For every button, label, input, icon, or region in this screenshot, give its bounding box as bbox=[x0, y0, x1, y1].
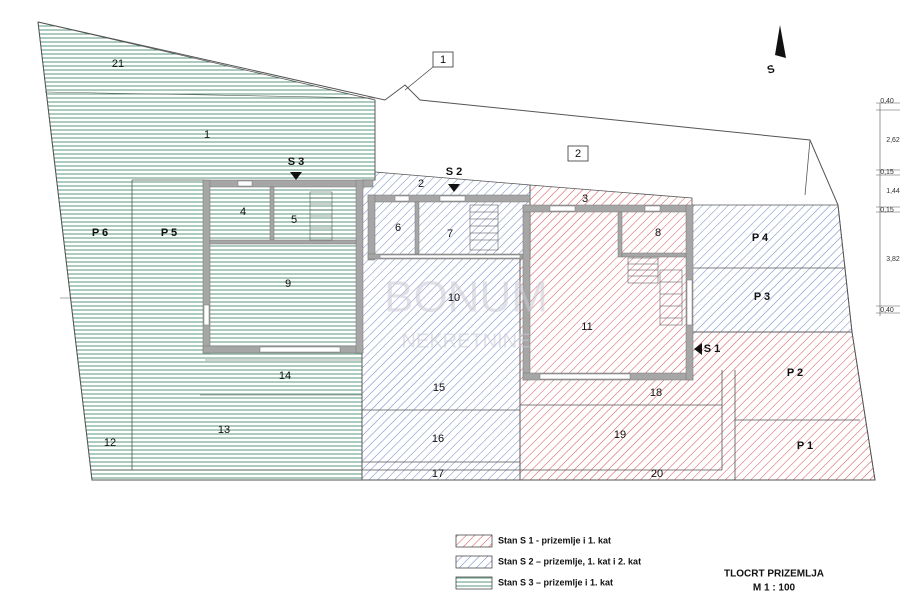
room-label-11: 11 bbox=[581, 321, 592, 333]
room-label-14: 14 bbox=[279, 370, 291, 382]
room-label-1: 1 bbox=[204, 129, 210, 141]
north-arrow-icon bbox=[775, 25, 786, 58]
parking-label-p4: P 4 bbox=[752, 232, 769, 244]
room-label-3: 3 bbox=[582, 193, 588, 205]
plan-scale: M 1 : 100 bbox=[753, 583, 796, 594]
dimension-label: 0,40 bbox=[880, 98, 894, 105]
room-label-20: 20 bbox=[651, 468, 663, 480]
dimension-column: 0,40 2,62 0,15 1,44 0,15 3,82 0,40 bbox=[876, 98, 900, 316]
legend-label-s3: Stan S 3 – prizemlje i 1. kat bbox=[498, 577, 613, 587]
boxed-label-1: 1 bbox=[404, 51, 454, 91]
legend-swatch-s3 bbox=[455, 576, 493, 590]
room-label-9: 9 bbox=[285, 278, 291, 290]
entrance-markers: S 3 S 2 S 1 bbox=[288, 156, 721, 355]
parking-label-p1: P 1 bbox=[797, 440, 813, 452]
legend-item-s3: Stan S 3 – prizemlje i 1. kat bbox=[455, 576, 613, 590]
plan-title: TLOCRT PRIZEMLJA bbox=[724, 569, 824, 580]
north-arrow: S bbox=[766, 25, 786, 77]
entrance-label-s3: S 3 bbox=[288, 156, 305, 168]
room-label-13: 13 bbox=[218, 424, 230, 436]
windows bbox=[203, 180, 693, 380]
room-label-10: 10 bbox=[448, 292, 460, 304]
entrance-arrow-s3-icon bbox=[290, 172, 302, 180]
room-label-6: 6 bbox=[395, 222, 401, 234]
legend-item-s2: Stan S 2 – prizemlje, 1. kat i 2. kat bbox=[455, 555, 641, 569]
room-labels: 21 1 4 5 2 6 7 3 8 9 10 11 14 15 18 13 1… bbox=[104, 58, 663, 480]
room-label-21: 21 bbox=[112, 58, 124, 70]
room-label-12: 12 bbox=[104, 437, 116, 449]
legend: Stan S 1 - prizemlje i 1. kat Stan S 2 –… bbox=[455, 534, 641, 590]
parking-label-p2: P 2 bbox=[787, 367, 803, 379]
dimension-label: 3,82 bbox=[886, 256, 900, 263]
dimension-label: 2,62 bbox=[886, 137, 900, 144]
parking-label-p5: P 5 bbox=[161, 227, 177, 239]
dimension-label: 0,40 bbox=[880, 307, 894, 314]
legend-swatch-s1 bbox=[455, 534, 493, 548]
room-label-7: 7 bbox=[447, 228, 453, 240]
parking-label-p6: P 6 bbox=[92, 227, 108, 239]
dimension-label: 0,15 bbox=[880, 169, 894, 176]
room-label-4: 4 bbox=[240, 206, 246, 218]
legend-label-s1: Stan S 1 - prizemlje i 1. kat bbox=[498, 535, 611, 545]
parking-labels: P 6 P 5 P 4 P 3 P 2 P 1 bbox=[92, 227, 813, 452]
room-label-15: 15 bbox=[433, 382, 445, 394]
parking-label-p3: P 3 bbox=[754, 291, 770, 303]
legend-item-s1: Stan S 1 - prizemlje i 1. kat bbox=[455, 534, 611, 548]
dimension-label: 1,44 bbox=[886, 188, 900, 195]
legend-label-s2: Stan S 2 – prizemlje, 1. kat i 2. kat bbox=[498, 556, 641, 566]
watermark-line2: NEKRETNINE bbox=[402, 330, 531, 352]
entrance-arrow-s1-icon bbox=[694, 343, 702, 355]
legend-swatch-s2 bbox=[455, 555, 493, 569]
plot-boundary bbox=[37, 21, 876, 481]
stairs bbox=[309, 191, 683, 326]
room-label-8: 8 bbox=[655, 227, 661, 239]
svg-text:2: 2 bbox=[575, 148, 581, 160]
entrance-arrow-s2-icon bbox=[448, 184, 460, 192]
room-label-19: 19 bbox=[614, 429, 626, 441]
room-label-5: 5 bbox=[291, 214, 297, 226]
boxed-label-2: 2 bbox=[567, 145, 589, 162]
room-label-17: 17 bbox=[432, 468, 444, 480]
room-label-16: 16 bbox=[432, 433, 444, 445]
room-label-18: 18 bbox=[650, 387, 662, 399]
north-arrow-label: S bbox=[766, 63, 776, 76]
room-label-2: 2 bbox=[418, 178, 424, 190]
dimension-label: 0,15 bbox=[880, 207, 894, 214]
entrance-label-s1: S 1 bbox=[704, 343, 721, 355]
svg-text:1: 1 bbox=[440, 54, 446, 66]
entrance-label-s2: S 2 bbox=[446, 166, 463, 178]
watermark-line1: BONUM bbox=[384, 273, 548, 322]
